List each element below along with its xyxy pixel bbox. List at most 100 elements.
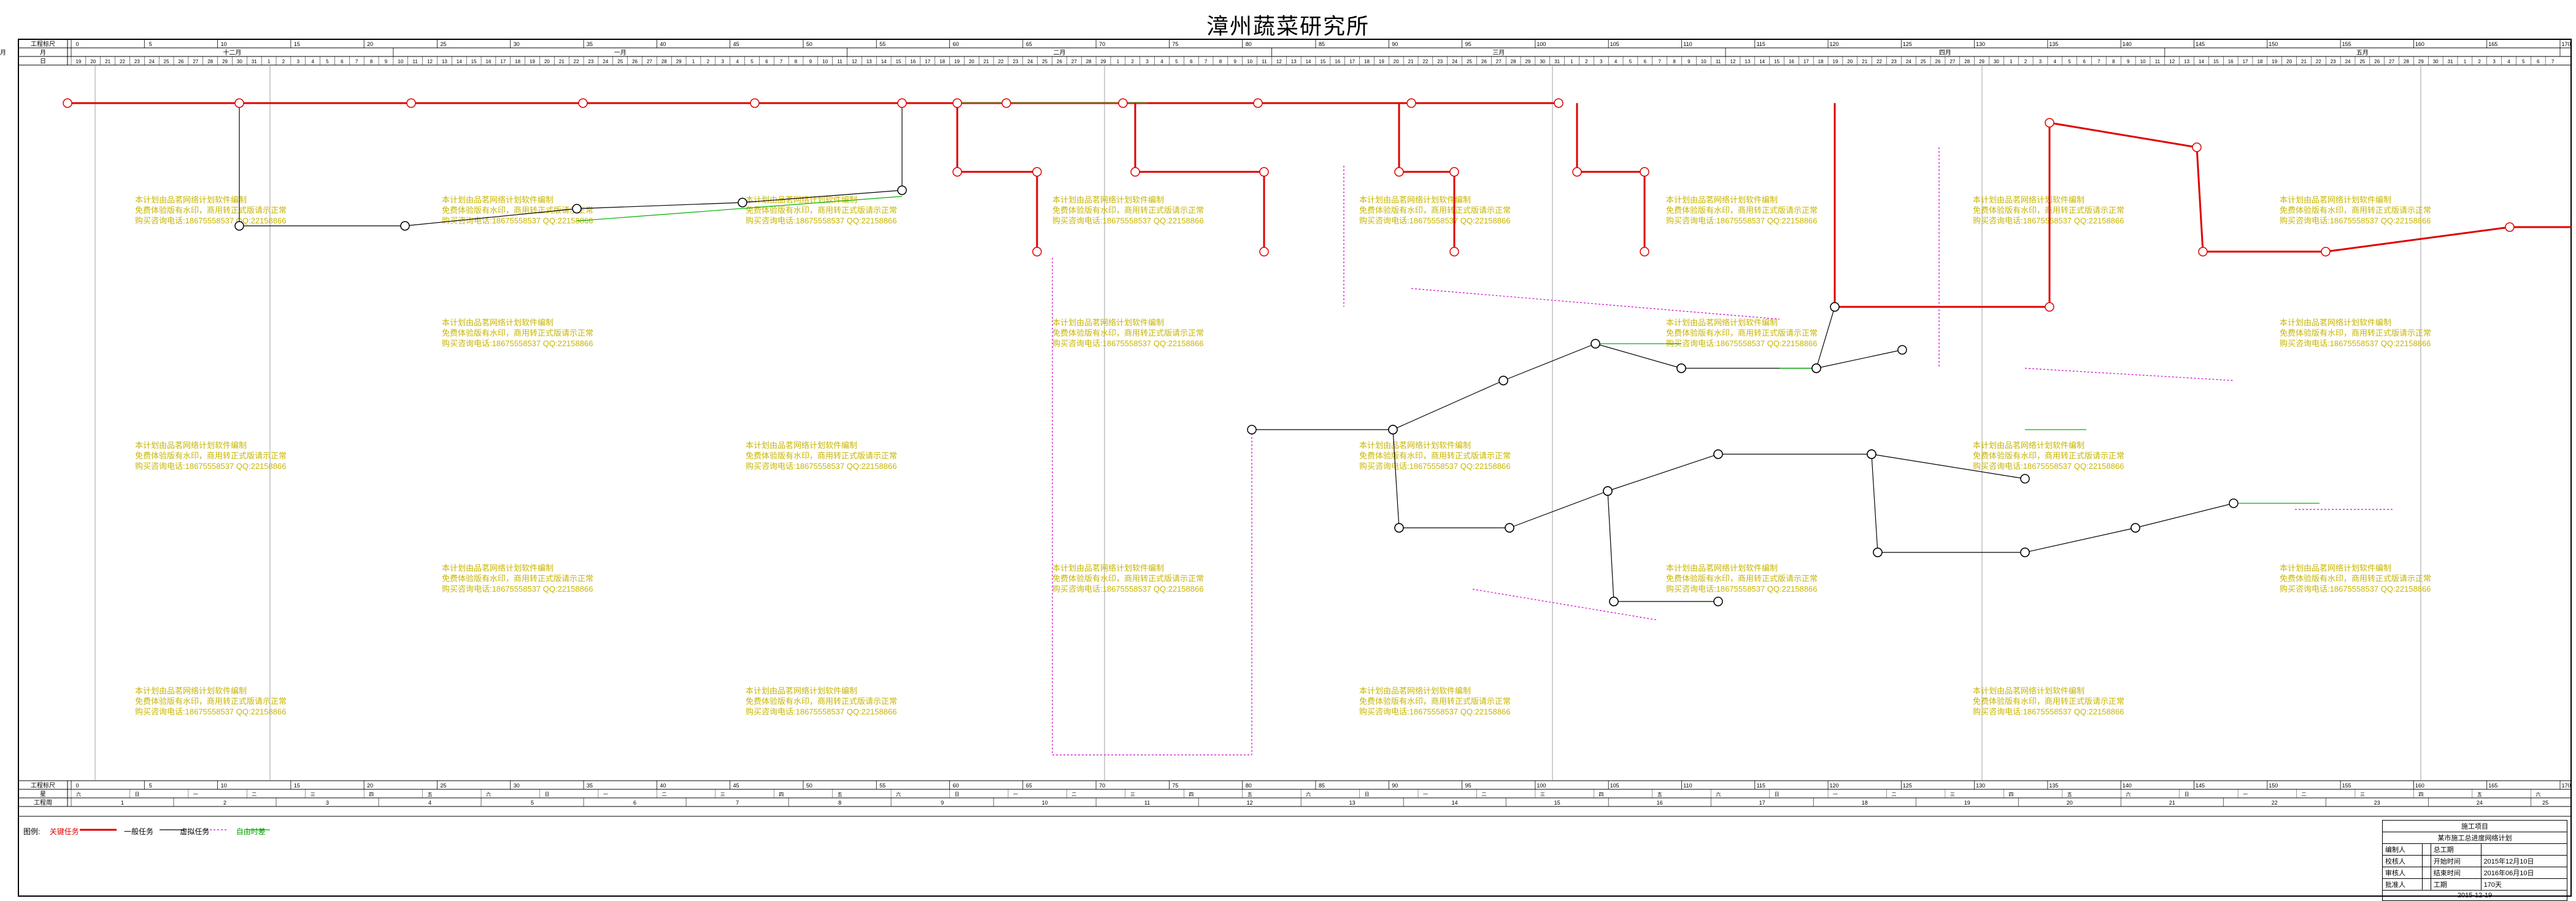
day-label: 16: [1789, 59, 1794, 64]
header-tick-label: 35: [587, 41, 593, 47]
watermark-line1: 本计划由品茗网络计划软件编制: [2280, 318, 2391, 327]
day-label: 4: [2054, 59, 2057, 64]
day-label: 2: [282, 59, 285, 64]
day-label: 30: [237, 59, 242, 64]
day-label: 14: [2199, 59, 2204, 64]
day-label: 25: [2359, 59, 2365, 64]
week-label: 4: [428, 800, 431, 806]
day-label: 19: [954, 59, 960, 64]
page-title: 漳州蔬菜研究所: [1206, 14, 1370, 39]
day-label: 18: [515, 59, 520, 64]
day-label: 29: [1979, 59, 1984, 64]
day-label: 27: [1071, 59, 1077, 64]
weekday-label: 五: [1657, 792, 1662, 797]
day-label: 13: [1745, 59, 1750, 64]
weekday-label: 四: [1598, 792, 1603, 797]
day-label: 23: [588, 59, 594, 64]
event-node: [1811, 363, 1821, 373]
day-label: 15: [1320, 59, 1325, 64]
watermark-line3: 购买咨询电话:18675558537 QQ:22158866: [1666, 584, 1817, 594]
day-label: 23: [1891, 59, 1897, 64]
watermark-line3: 购买咨询电话:18675558537 QQ:22158866: [1666, 216, 1817, 225]
day-label: 25: [1921, 59, 1926, 64]
day-label: 15: [471, 59, 477, 64]
event-node: [1505, 523, 1514, 533]
day-label: 1: [1570, 59, 1573, 64]
weekday-label: 一: [193, 792, 198, 797]
day-label: 20: [90, 59, 96, 64]
day-label: 29: [1101, 59, 1106, 64]
day-label: 3: [2493, 59, 2496, 64]
day-label: 20: [1847, 59, 1853, 64]
footer-tick-label: 60: [953, 783, 959, 789]
watermark-line3: 购买咨询电话:18675558537 QQ:22158866: [1666, 339, 1817, 348]
weekday-label: 三: [1540, 792, 1545, 797]
weekday-label: 一: [1833, 792, 1838, 797]
day-label: 2: [1132, 59, 1135, 64]
week-label: 22: [2272, 800, 2278, 806]
watermark-line2: 免费体验版有水印，商用转正式版请示正常: [1052, 206, 1204, 215]
week-label: 8: [838, 800, 841, 806]
day-label: 11: [2155, 59, 2161, 64]
info-v22: 2015年12月10日: [2480, 855, 2568, 867]
footer-tick-label: 15: [294, 783, 300, 789]
day-label: 28: [1511, 59, 1516, 64]
day-label: 30: [2433, 59, 2439, 64]
watermark-line1: 本计划由品茗网络计划软件编制: [1052, 563, 1164, 573]
week-label: 6: [633, 800, 636, 806]
watermark-line2: 免费体验版有水印，商用转正式版请示正常: [1052, 574, 1204, 583]
day-label: 28: [1964, 59, 1970, 64]
event-node: [2229, 498, 2239, 508]
watermark-line2: 免费体验版有水印，商用转正式版请示正常: [2280, 328, 2431, 338]
info-k4: 批准人: [2382, 878, 2423, 891]
week-label: 7: [736, 800, 739, 806]
month-label: 一月: [614, 49, 627, 56]
watermark-line3: 购买咨询电话:18675558537 QQ:22158866: [746, 462, 897, 471]
day-label: 26: [1481, 59, 1487, 64]
event-node: [1406, 98, 1416, 108]
day-label: 1: [268, 59, 271, 64]
day-label: 17: [2243, 59, 2248, 64]
day-label: 5: [2069, 59, 2072, 64]
footer-row2-label: 星: [40, 791, 46, 798]
watermark-line3: 购买咨询电话:18675558537 QQ:22158866: [1052, 584, 1203, 594]
day-label: 14: [457, 59, 462, 64]
event-node: [1603, 486, 1613, 496]
activity-edge: [1411, 288, 1780, 320]
day-label: 10: [1247, 59, 1252, 64]
day-label: 29: [676, 59, 682, 64]
day-label: 2: [1585, 59, 1588, 64]
weekday-label: 四: [2418, 792, 2423, 797]
header-tick-label: 115: [1757, 41, 1765, 47]
activity-edge: [404, 208, 577, 226]
weekday-label: 五: [2067, 792, 2072, 797]
day-label: 27: [647, 59, 652, 64]
day-label: 2: [707, 59, 710, 64]
event-node: [897, 98, 907, 108]
day-label: 7: [780, 59, 783, 64]
event-node: [1713, 449, 1723, 459]
event-node: [400, 221, 410, 231]
day-label: 15: [896, 59, 901, 64]
day-label: 26: [178, 59, 183, 64]
activity-edge: [2049, 122, 2197, 149]
day-label: 23: [1437, 59, 1443, 64]
day-label: 20: [969, 59, 974, 64]
watermark-line3: 购买咨询电话:18675558537 QQ:22158866: [1359, 707, 1510, 716]
event-node: [1867, 449, 1876, 459]
day-label: 25: [1467, 59, 1472, 64]
week-label: 24: [2477, 800, 2483, 806]
event-node: [1032, 167, 1042, 177]
header-tick-label: 5: [149, 41, 152, 47]
header-tick-label: 60: [953, 41, 959, 47]
day-label: 17: [500, 59, 506, 64]
day-label: 22: [1422, 59, 1428, 64]
footer-tick-label: 35: [587, 783, 593, 789]
event-node: [1640, 247, 1649, 257]
watermark-line2: 免费体验版有水印，商用转正式版请示正常: [1666, 328, 1818, 338]
header-tick-label: 95: [1465, 41, 1471, 47]
week-label: 18: [1862, 800, 1868, 806]
day-label: 15: [1774, 59, 1780, 64]
weekday-label: 六: [76, 791, 81, 797]
